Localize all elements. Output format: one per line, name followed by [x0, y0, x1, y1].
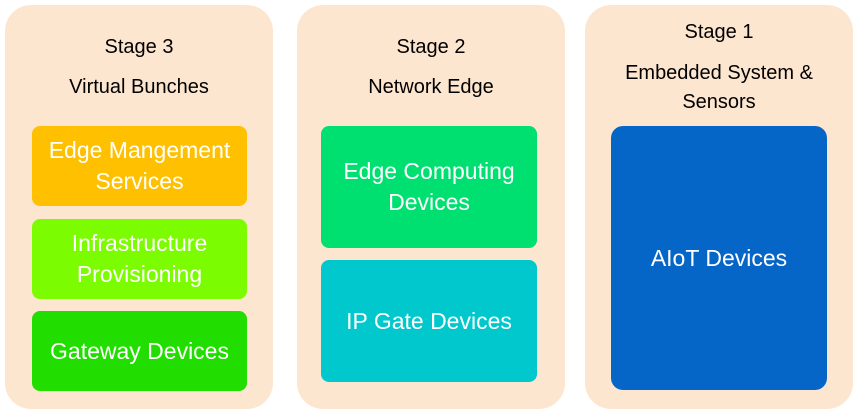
aiot-devices-box: AIoT Devices: [611, 126, 827, 390]
edge-management-services-box: Edge Mangement Services: [32, 126, 247, 206]
stage-1-panel: Stage 1 Embedded System & Sensors AIoT D…: [585, 5, 853, 409]
stage-title: Stage 3: [104, 36, 174, 58]
edge-computing-devices-box: Edge Computing Devices: [321, 126, 537, 248]
stage-3-panel: Stage 3 Virtual Bunches Edge Mangement S…: [5, 5, 273, 409]
gateway-devices-box: Gateway Devices: [32, 311, 247, 391]
stage-title: Stage 2: [396, 36, 466, 58]
stage-2-panel: Stage 2 Network Edge Edge Computing Devi…: [297, 5, 565, 409]
panel-subtitle: Network Edge: [368, 76, 494, 98]
infrastructure-provisioning-box: Infrastructure Provisioning: [32, 219, 247, 299]
ip-gate-devices-box: IP Gate Devices: [321, 260, 537, 382]
panel-subtitle: Embedded System & Sensors: [625, 62, 813, 113]
stage-title: Stage 1: [684, 21, 754, 43]
panel-subtitle: Virtual Bunches: [69, 76, 209, 98]
